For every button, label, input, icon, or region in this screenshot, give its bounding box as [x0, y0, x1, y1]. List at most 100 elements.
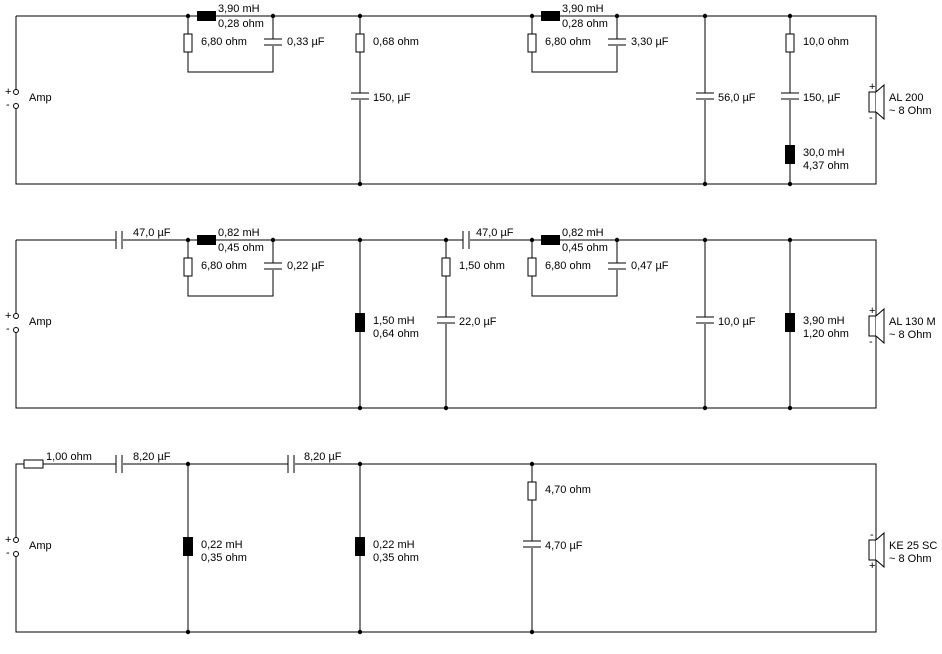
junction-dot — [529, 13, 535, 19]
speaker-impedance: ~ 8 Ohm — [889, 329, 932, 341]
junction-dot — [270, 237, 276, 243]
junction-dot — [702, 237, 708, 243]
capacitor-c4-label: 47,0 µF — [476, 227, 514, 239]
speaker-polarity-bottom: + — [869, 560, 875, 572]
wire — [531, 240, 618, 297]
wire — [15, 107, 877, 185]
inductor-l1 — [197, 235, 216, 245]
inductor-l1-dcr: 0,28 ohm — [218, 18, 264, 30]
junction-dot — [614, 237, 620, 243]
capacitor-c3-label: 3,30 µF — [631, 36, 669, 48]
circuit-midrange: + - Amp 47,0 µF 0,82 mH 0,45 ohm 6,80 oh… — [5, 227, 936, 411]
capacitor-c1-label: 0,33 µF — [287, 36, 325, 48]
resistor-r1 — [23, 459, 44, 469]
inductor-l1-value: 3,90 mH — [218, 3, 260, 15]
inductor-l1 — [197, 11, 216, 21]
inductor-l2 — [355, 313, 365, 332]
resistor-r3 — [527, 33, 537, 53]
speaker-polarity-top: + — [869, 81, 875, 93]
inductor-l1-value: 0,22 mH — [201, 539, 243, 551]
amp-label: Amp — [29, 540, 52, 552]
capacitor-c2 — [264, 262, 282, 270]
inductor-l2 — [541, 11, 560, 21]
amp-minus-sign: - — [6, 323, 10, 335]
junction-dot — [702, 405, 708, 411]
speaker-polarity-top: - — [870, 529, 874, 541]
junction-dot — [185, 13, 191, 19]
inductor-l2-value: 3,90 mH — [562, 3, 604, 15]
resistor-r2 — [355, 33, 365, 53]
capacitor-c4 — [696, 92, 714, 100]
circuit-tweeter: + - Amp 3,90 mH 0,28 ohm 6,80 ohm 0,33 µ… — [5, 3, 932, 187]
inductor-l3-dcr: 0,45 ohm — [562, 242, 608, 254]
junction-dot — [357, 237, 363, 243]
amp-label: Amp — [29, 316, 52, 328]
circuit-woofer: + - Amp 1,00 ohm 8,20 µF 0,22 mH 0,35 oh… — [5, 451, 937, 635]
amp-plus-sign: + — [5, 310, 11, 322]
junction-dot — [787, 237, 793, 243]
capacitor-c3-label: 22,0 µF — [459, 316, 497, 328]
inductor-l4-value: 3,90 mH — [803, 315, 845, 327]
wire — [187, 240, 274, 297]
inductor-l2-dcr: 0,35 ohm — [373, 552, 419, 564]
inductor-l2-dcr: 0,64 ohm — [373, 328, 419, 340]
resistor-r4-label: 10,0 ohm — [803, 36, 849, 48]
inductor-l3-dcr: 4,37 ohm — [803, 160, 849, 172]
inductor-l1-dcr: 0,45 ohm — [218, 242, 264, 254]
speaker-name: AL 130 M — [889, 316, 936, 328]
inductor-l3 — [785, 145, 795, 164]
capacitor-c5-label: 150, µF — [803, 92, 841, 104]
inductor-l3-value: 0,82 mH — [562, 227, 604, 239]
resistor-r2 — [527, 481, 537, 501]
resistor-r1 — [183, 257, 193, 277]
junction-dot — [357, 629, 363, 635]
junction-dot — [529, 237, 535, 243]
inductor-l1 — [183, 537, 193, 556]
capacitor-c1-label: 47,0 µF — [133, 227, 171, 239]
capacitor-c6-label: 10,0 µF — [718, 316, 756, 328]
inductor-l4-dcr: 1,20 ohm — [803, 328, 849, 340]
junction-dot — [614, 13, 620, 19]
capacitor-c1 — [115, 455, 123, 473]
speaker-polarity-bottom: - — [869, 336, 873, 348]
capacitor-c3-label: 4,70 µF — [545, 540, 583, 552]
inductor-l2-dcr: 0,28 ohm — [562, 18, 608, 30]
capacitor-c3 — [608, 38, 626, 46]
capacitor-c2 — [351, 92, 369, 100]
resistor-r2-label: 1,50 ohm — [459, 260, 505, 272]
capacitor-c5-label: 0,47 µF — [631, 260, 669, 272]
inductor-l3 — [541, 235, 560, 245]
junction-dot — [529, 461, 535, 467]
resistor-r3-label: 6,80 ohm — [545, 260, 591, 272]
junction-dot — [185, 237, 191, 243]
capacitor-c2-label: 0,22 µF — [287, 260, 325, 272]
inductor-l4 — [785, 313, 795, 332]
resistor-r1-label: 1,00 ohm — [46, 451, 92, 463]
capacitor-c3 — [437, 316, 455, 324]
amp-plus-sign: + — [5, 86, 11, 98]
capacitor-c1 — [264, 38, 282, 46]
junction-dot — [443, 237, 449, 243]
junction-dot — [787, 13, 793, 19]
junction-dot — [357, 461, 363, 467]
wire — [531, 16, 618, 73]
amp-minus-sign: - — [6, 99, 10, 111]
junction-dot — [702, 13, 708, 19]
amp-plus-terminal — [13, 537, 19, 543]
resistor-r2-label: 4,70 ohm — [545, 484, 591, 496]
junction-dot — [787, 405, 793, 411]
inductor-l2-value: 0,22 mH — [373, 539, 415, 551]
speaker-name: AL 200 — [889, 92, 923, 104]
amp-minus-terminal — [13, 551, 19, 557]
resistor-r1-label: 6,80 ohm — [201, 36, 247, 48]
speaker-name: KE 25 SC — [889, 540, 937, 552]
junction-dot — [185, 629, 191, 635]
amp-plus-terminal — [13, 313, 19, 319]
resistor-r1-label: 6,80 ohm — [201, 260, 247, 272]
junction-dot — [702, 181, 708, 187]
capacitor-c4-label: 56,0 µF — [718, 92, 756, 104]
amp-minus-terminal — [13, 103, 19, 109]
speaker-polarity-top: + — [869, 305, 875, 317]
junction-dot — [357, 13, 363, 19]
